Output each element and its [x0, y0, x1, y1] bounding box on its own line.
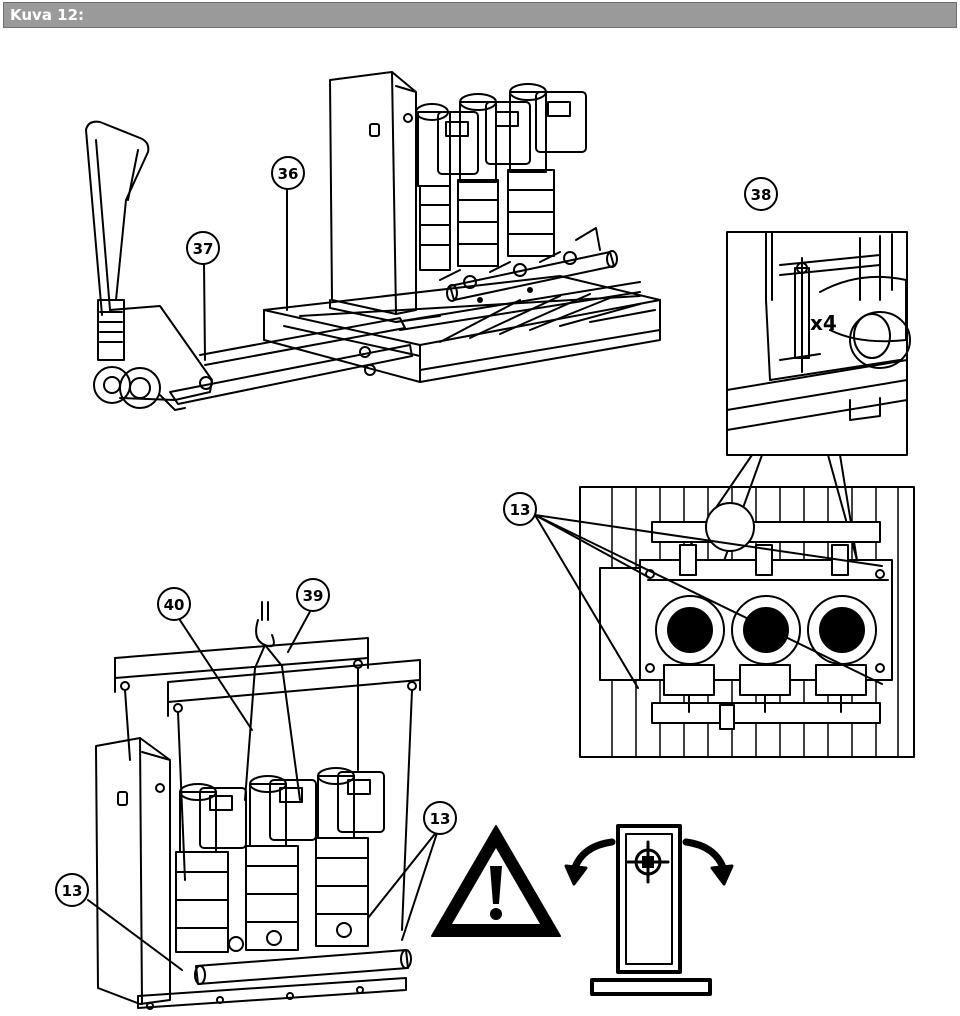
lifting-assembly — [95, 601, 421, 1010]
svg-text:36: 36 — [278, 165, 299, 183]
leader-37 — [203, 262, 206, 361]
warning-icon — [431, 825, 561, 937]
detail-anchor-bolt — [726, 231, 911, 456]
callout-36: 36 — [271, 156, 305, 190]
pallet-truck — [85, 120, 413, 411]
svg-text:38: 38 — [751, 186, 772, 204]
callout-13-left: 13 — [55, 873, 89, 907]
leader-13-right — [367, 829, 439, 941]
svg-text:37: 37 — [193, 240, 214, 258]
svg-text:13: 13 — [430, 810, 451, 828]
svg-text:39: 39 — [303, 587, 324, 605]
callout-13-right: 13 — [423, 801, 457, 835]
callout-37: 37 — [186, 231, 220, 265]
pallet — [263, 275, 661, 383]
svg-text:40: 40 — [164, 596, 185, 614]
leader-13-left — [87, 899, 183, 971]
figure-title: Kuva 12: — [10, 6, 85, 24]
svg-text:13: 13 — [510, 501, 531, 519]
leader-13-top — [534, 514, 883, 689]
leader-40 — [173, 610, 253, 731]
svg-text:13: 13 — [62, 882, 83, 900]
callout-38: 38 — [744, 177, 778, 211]
callout-13-top: 13 — [503, 492, 537, 526]
pump-set-on-pallet — [329, 71, 641, 331]
leader-39 — [287, 605, 314, 653]
plan-view — [579, 486, 915, 758]
figure-header: Kuva 12: — [3, 2, 957, 28]
callout-39: 39 — [296, 578, 330, 612]
detail-x4-label: x4 — [810, 311, 837, 335]
callout-40: 40 — [157, 587, 191, 621]
tilt-hazard-icon — [564, 824, 734, 996]
